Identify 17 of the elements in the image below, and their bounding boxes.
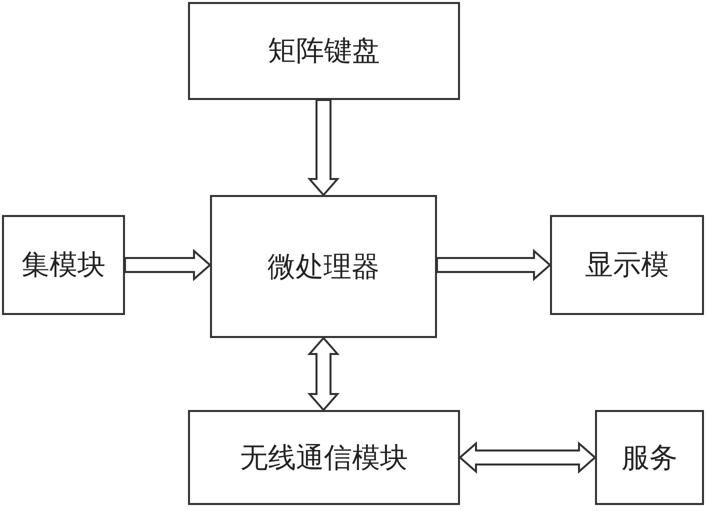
block-arrow [458, 441, 597, 474]
module-label: 集模块 [22, 247, 106, 283]
module-label: 矩阵键盘 [268, 33, 380, 69]
module-box [2, 215, 125, 315]
module-box [188, 410, 460, 505]
block-arrow [307, 336, 340, 412]
block-arrow [124, 248, 212, 282]
block-arrow [307, 99, 340, 197]
module-label: 微处理器 [268, 248, 380, 284]
block-arrow [436, 248, 552, 282]
module-box [210, 195, 437, 338]
module-label: 显示模 [585, 247, 669, 283]
module-box [595, 410, 704, 505]
module-box [550, 215, 704, 315]
module-label: 无线通信模块 [240, 440, 408, 476]
module-label: 服务 [622, 440, 678, 476]
module-box [188, 2, 460, 100]
